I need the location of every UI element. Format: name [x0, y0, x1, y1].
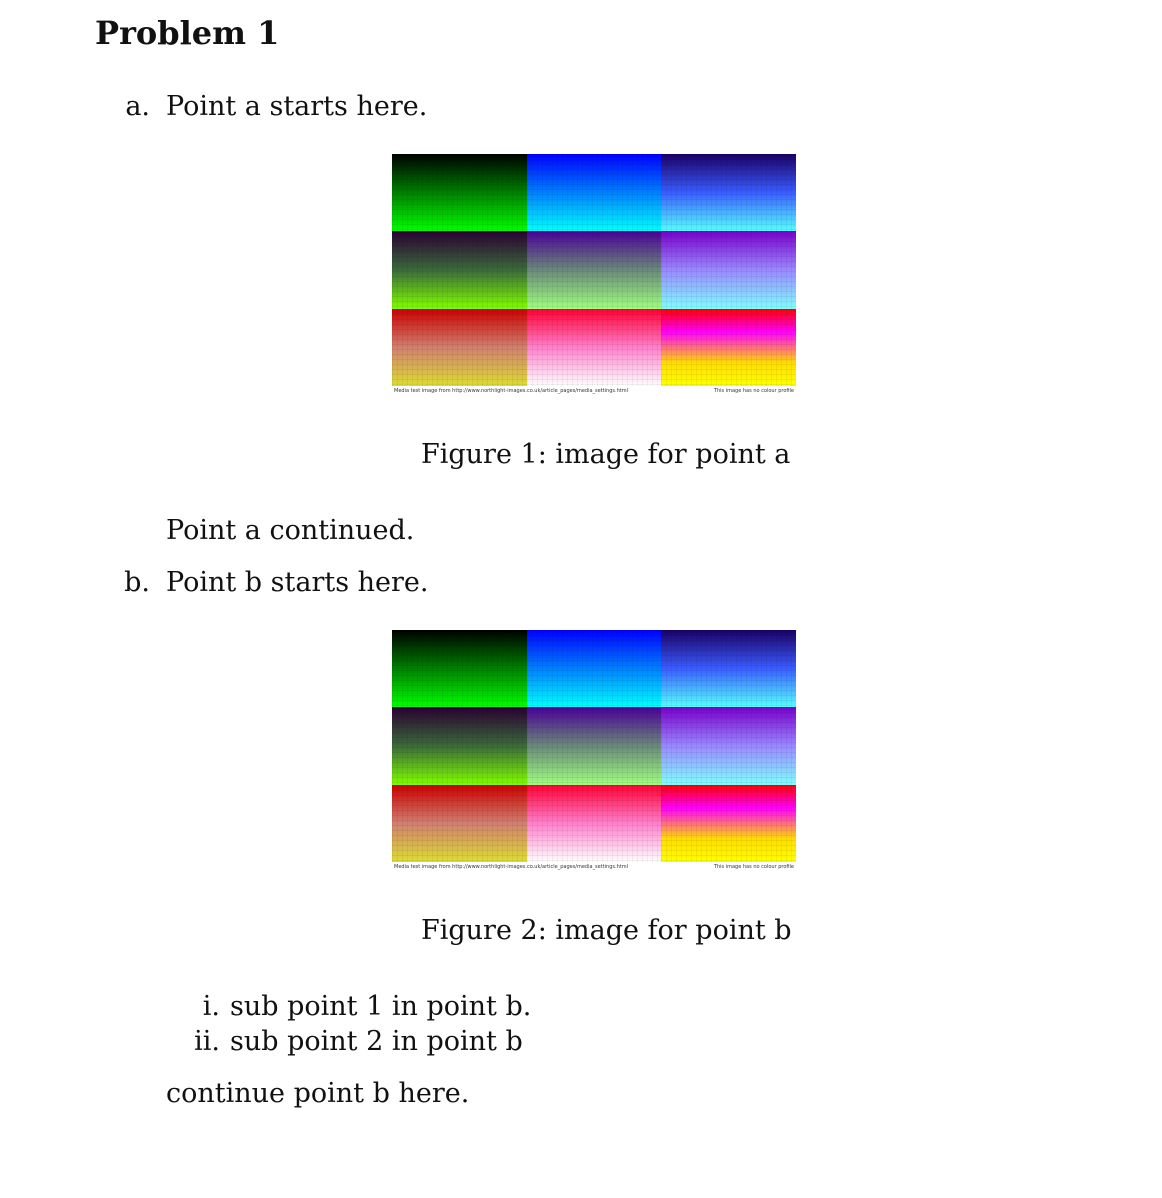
figure-2-image: Media test image from http://www.northli…: [392, 630, 796, 872]
figure-2-profile-note: This image has no colour profile: [713, 864, 794, 870]
figure-1-caption: Figure 1: image for point a: [421, 439, 791, 470]
list-item-a-continued: Point a continued.: [166, 515, 415, 546]
figure-1-profile-note: This image has no colour profile: [713, 388, 794, 394]
list-item-b-text: Point b starts here.: [166, 567, 429, 598]
figure-1-source-note: Media test image from http://www.northli…: [394, 388, 628, 394]
figure-2-source-note: Media test image from http://www.northli…: [394, 864, 628, 870]
list-item-b-continued: continue point b here.: [166, 1078, 470, 1109]
figure-1-image: Media test image from http://www.northli…: [392, 154, 796, 396]
list-marker-a: a.: [125, 91, 150, 122]
problem-heading: Problem 1: [95, 14, 280, 52]
sub-list-item-2-text: sub point 2 in point b: [230, 1026, 523, 1057]
figure-2-caption: Figure 2: image for point b: [421, 915, 792, 946]
sub-list-marker-2: ii.: [194, 1026, 220, 1057]
sub-list-marker-1: i.: [202, 991, 220, 1022]
list-item-a-text: Point a starts here.: [166, 91, 428, 122]
list-marker-b: b.: [124, 567, 150, 598]
color-test-grid: [392, 630, 796, 862]
color-test-grid: [392, 154, 796, 386]
sub-list-item-1-text: sub point 1 in point b.: [230, 991, 532, 1022]
